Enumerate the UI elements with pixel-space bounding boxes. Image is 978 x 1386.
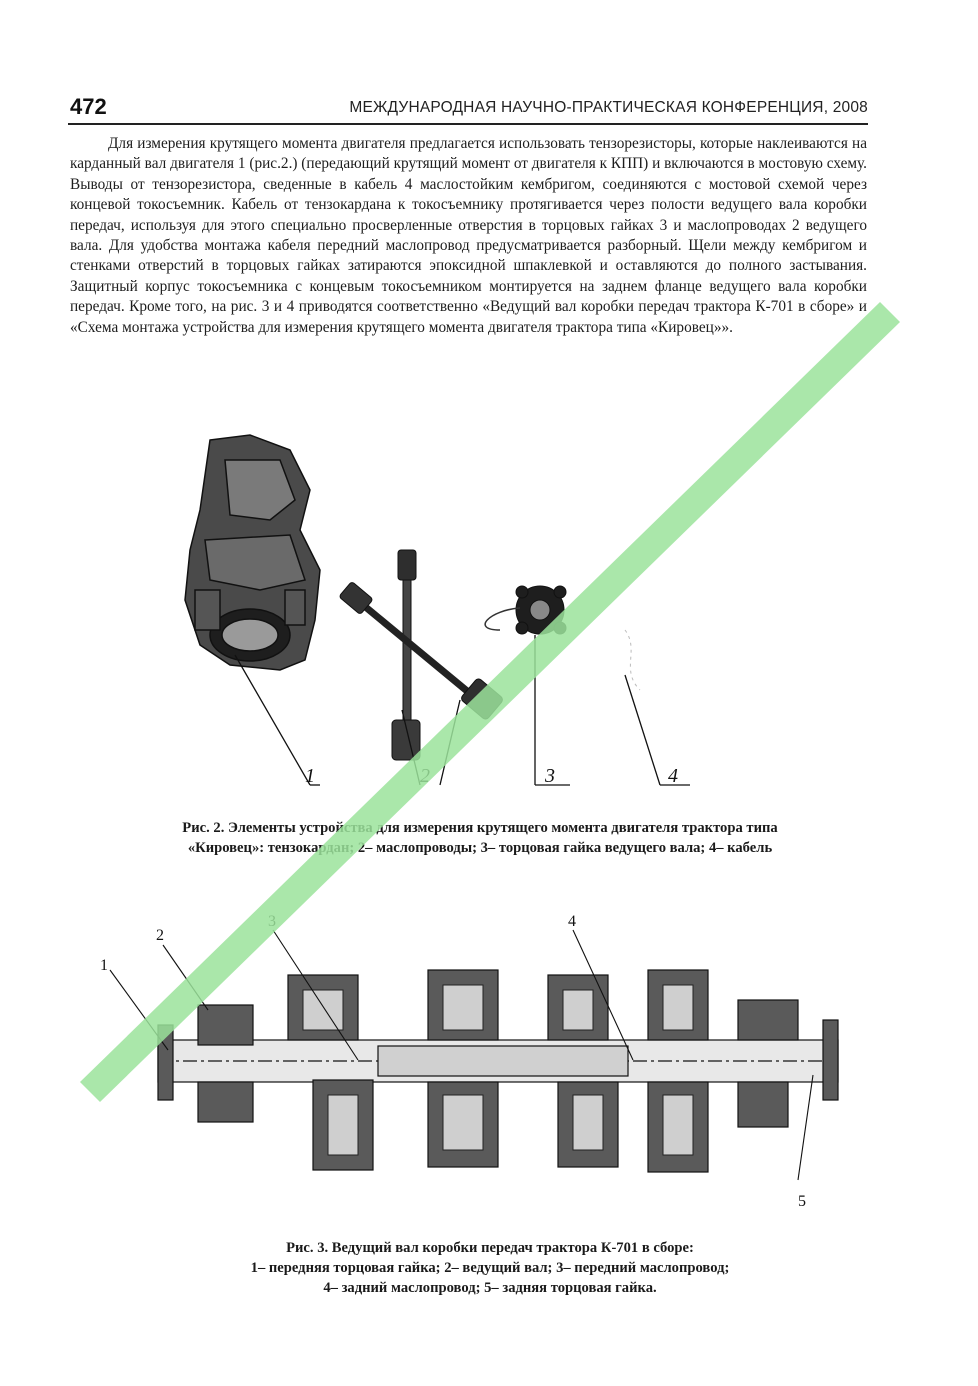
fig2-label-4: 4	[668, 765, 678, 787]
body-paragraph: Для измерения крутящего момента двигател…	[70, 135, 867, 336]
figure-2-caption-line-2: «Кировец»: тензокардан; 2– маслопроводы;…	[187, 840, 773, 856]
fig3-label-1: 1	[100, 957, 108, 974]
fig3-label-4: 4	[568, 913, 576, 930]
shaft	[157, 1039, 839, 1083]
fig3-label-3: 3	[268, 913, 276, 930]
fig3-label-2: 2	[156, 927, 164, 944]
running-head: МЕЖДУНАРОДНАЯ НАУЧНО-ПРАКТИЧЕСКАЯ КОНФЕР…	[349, 99, 868, 116]
end-nut	[484, 585, 567, 635]
figure-3-drawing: 1 2 3 4 5	[100, 913, 839, 1210]
figure-2-caption-line-1: Рис. 2. Элементы устройства для измерени…	[182, 820, 778, 836]
figure-2-photo: 1 2 3 4	[184, 434, 690, 787]
gearbox-housing	[184, 434, 321, 671]
figure-3-caption-line-2: 1– передняя торцовая гайка; 2– ведущий в…	[250, 1260, 730, 1276]
fig2-label-3: 3	[544, 765, 555, 787]
fig3-label-5: 5	[798, 1193, 806, 1210]
header-rule	[68, 123, 868, 125]
figure-3-caption: Рис. 3. Ведущий вал коробки передач трак…	[140, 1238, 840, 1298]
fig2-label-1: 1	[305, 765, 315, 787]
figure-3-caption-line-1: Рис. 3. Ведущий вал коробки передач трак…	[286, 1240, 694, 1256]
oil-pipes	[339, 549, 503, 761]
fig2-label-2: 2	[420, 765, 430, 787]
figure-3-caption-line-3: 4– задний маслопровод; 5– задняя торцова…	[323, 1280, 657, 1296]
figure-2-caption: Рис. 2. Элементы устройства для измерени…	[80, 818, 880, 858]
page-number: 472	[70, 94, 107, 119]
